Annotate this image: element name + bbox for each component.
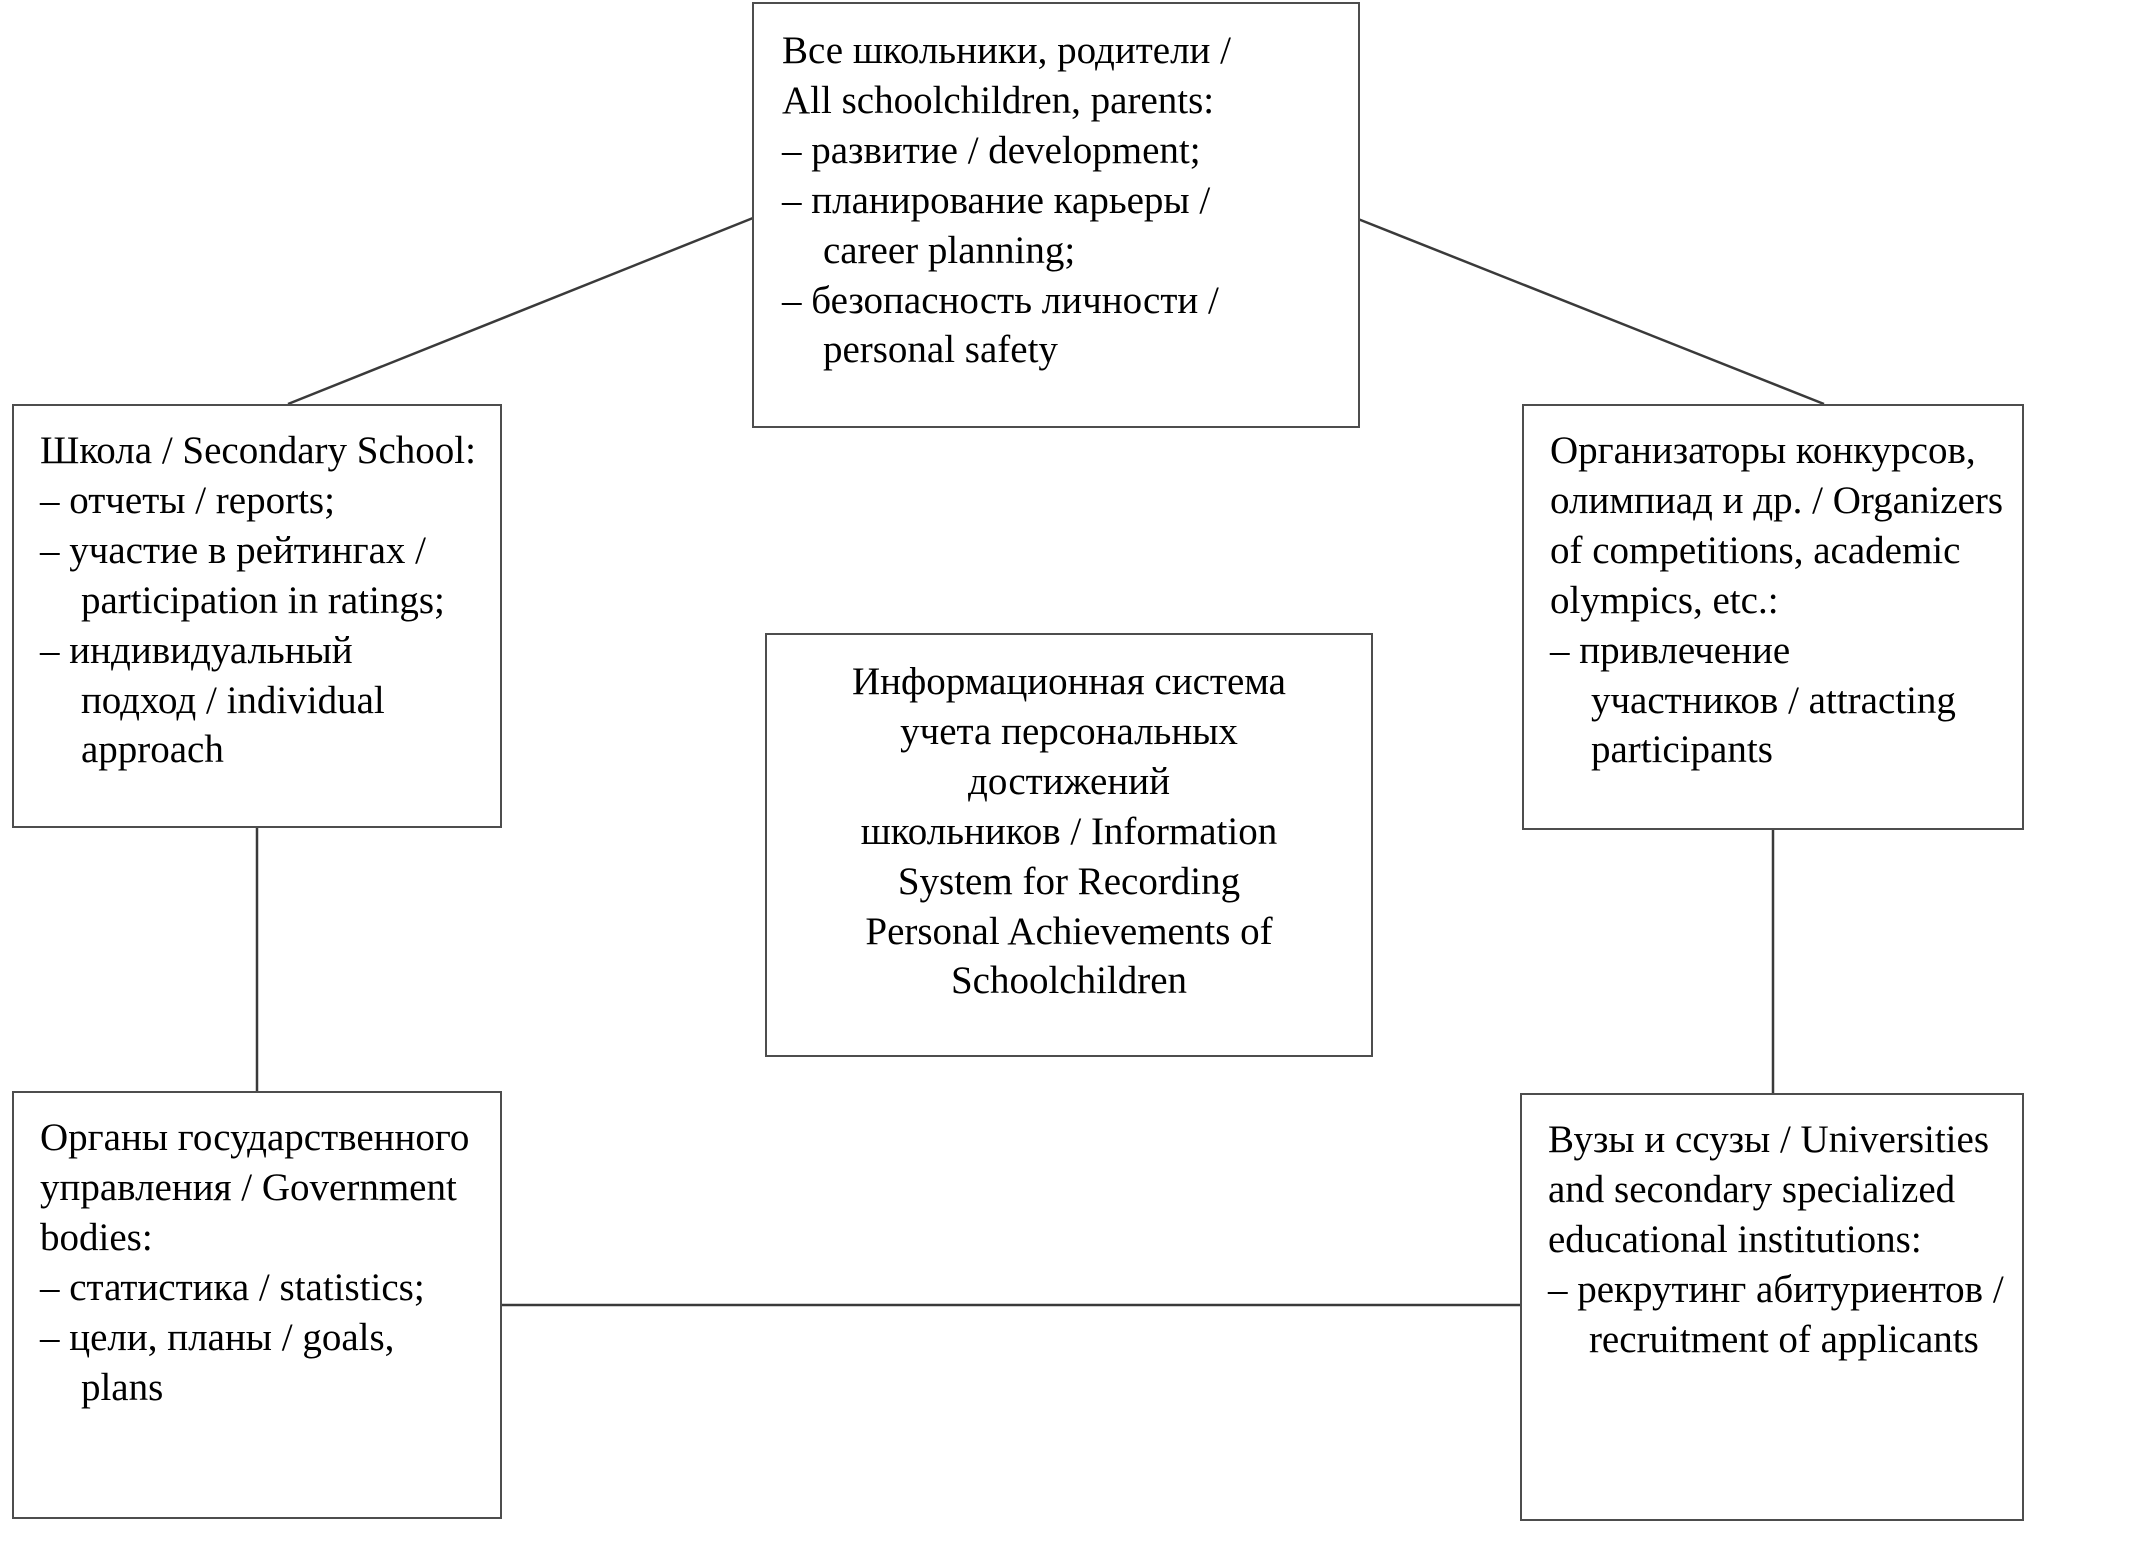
node-line: of competitions, academic <box>1550 528 1961 572</box>
node-line: Schoolchildren <box>950 959 1188 1003</box>
node-line: – развитие / development; <box>782 128 1201 172</box>
node-information-system[interactable]: Информационная система учета персональны… <box>765 633 1373 1057</box>
node-all-schoolchildren-parents-text: Все школьники, родители / All schoolchil… <box>754 4 1358 389</box>
node-line: Информационная система <box>852 660 1286 703</box>
node-line: – привлечение <box>1550 628 1791 672</box>
node-line: Органы государственного <box>40 1116 470 1159</box>
node-line: recruitment of applicants <box>1588 1317 1979 1361</box>
node-line: Personal Achievements of <box>865 909 1273 953</box>
node-line: участников / attracting <box>1590 678 1956 722</box>
node-line: Школа / Secondary School: <box>40 429 476 472</box>
node-line: – участие в рейтингах / <box>40 528 426 572</box>
node-line: plans <box>80 1365 164 1409</box>
node-line: управления / Government <box>40 1165 457 1209</box>
node-line: достижений <box>968 759 1170 803</box>
node-secondary-school-text: Школа / Secondary School: – отчеты / rep… <box>14 406 500 789</box>
node-line: personal safety <box>822 328 1058 372</box>
node-secondary-school[interactable]: Школа / Secondary School: – отчеты / rep… <box>12 404 502 828</box>
node-information-system-text: Информационная система учета персональны… <box>767 635 1371 1020</box>
node-government-bodies-text: Органы государственного управления / Gov… <box>14 1093 500 1426</box>
node-line: учета персональных <box>900 709 1238 753</box>
node-line: подход / individual <box>80 678 385 722</box>
node-government-bodies[interactable]: Органы государственного управления / Gov… <box>12 1091 502 1519</box>
node-line: школьников / Information <box>860 809 1278 853</box>
connector-schoolchildren-to-school <box>287 216 754 406</box>
node-line: bodies: <box>40 1215 153 1259</box>
node-competition-organizers[interactable]: Организаторы конкурсов, олимпиад и др. /… <box>1522 404 2024 830</box>
node-line: Все школьники, родители / <box>782 29 1232 72</box>
node-line: – планирование карьеры / <box>782 178 1211 222</box>
node-line: System for Recording <box>897 859 1241 903</box>
node-line: – безопасность личности / <box>782 278 1219 322</box>
node-line: Организаторы конкурсов, <box>1550 429 1976 472</box>
node-universities-and-colleges-text: Вузы и ссузы / Universities and secondar… <box>1522 1095 2022 1379</box>
node-line: approach <box>80 728 224 772</box>
node-line: olympics, etc.: <box>1550 578 1779 622</box>
node-line: participation in ratings; <box>80 578 445 622</box>
node-universities-and-colleges[interactable]: Вузы и ссузы / Universities and secondar… <box>1520 1093 2024 1521</box>
node-line: participants <box>1590 728 1773 772</box>
node-line: – индивидуальный <box>40 628 353 672</box>
node-line: Вузы и ссузы / Universities <box>1548 1118 1989 1161</box>
node-line: educational institutions: <box>1548 1217 1922 1261</box>
node-line: – отчеты / reports; <box>40 478 335 522</box>
node-line: – статистика / statistics; <box>40 1265 425 1309</box>
node-all-schoolchildren-parents[interactable]: Все школьники, родители / All schoolchil… <box>752 2 1360 428</box>
connector-schoolchildren-to-organizers <box>1357 217 1825 406</box>
node-line: – рекрутинг абитуриентов / <box>1548 1267 2004 1311</box>
node-line: career planning; <box>822 228 1076 272</box>
node-line: олимпиад и др. / Organizers <box>1550 478 2004 522</box>
node-competition-organizers-text: Организаторы конкурсов, олимпиад и др. /… <box>1524 406 2022 789</box>
node-line: All schoolchildren, parents: <box>782 78 1215 122</box>
node-line: – цели, планы / goals, <box>40 1315 395 1359</box>
node-line: and secondary specialized <box>1548 1167 1956 1211</box>
